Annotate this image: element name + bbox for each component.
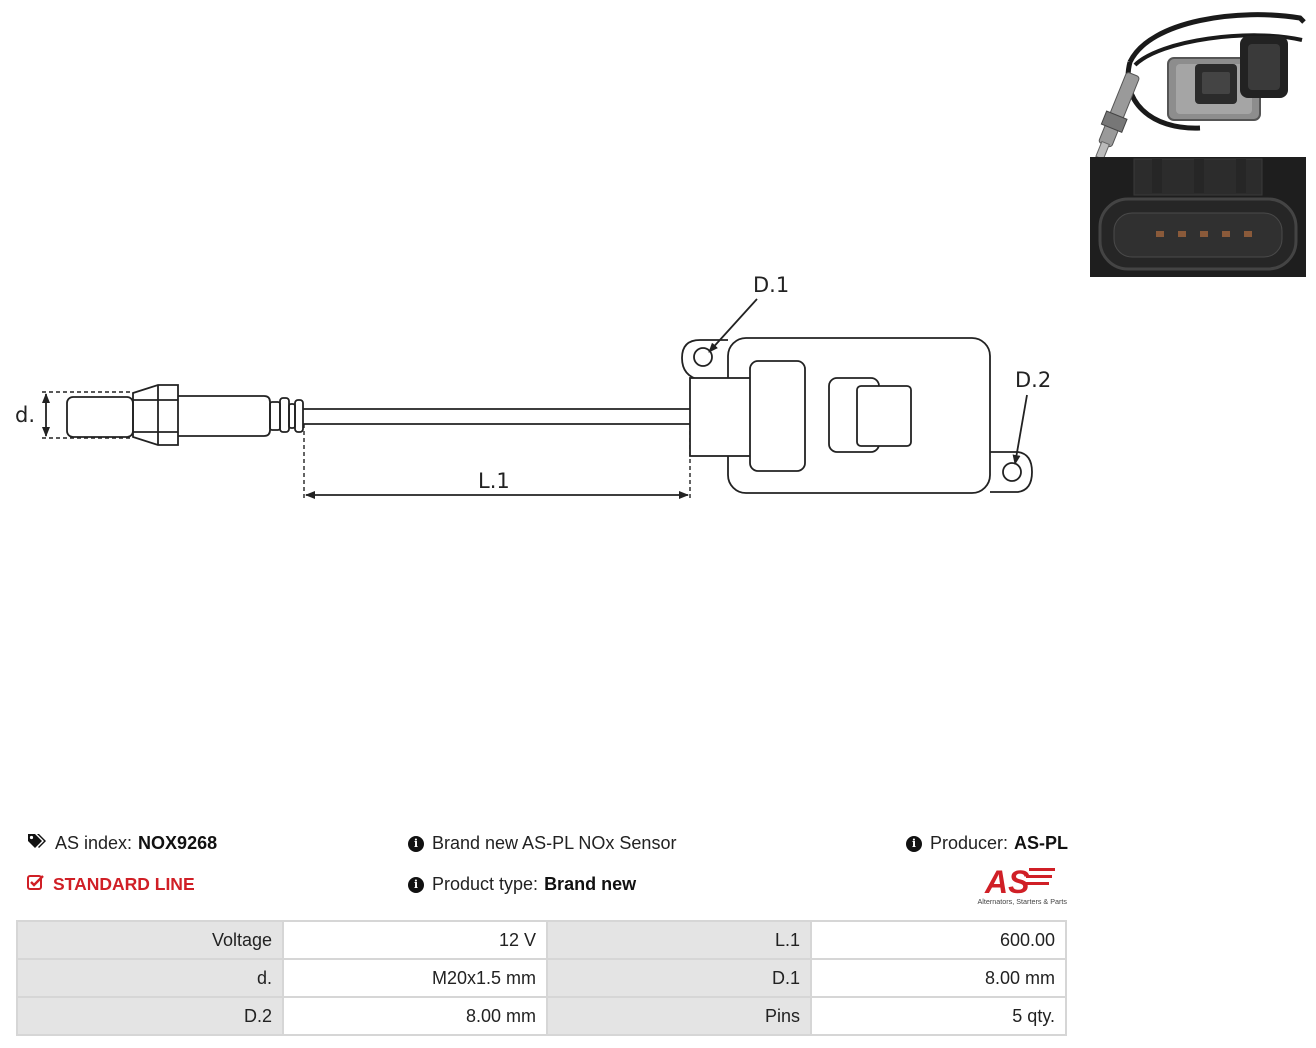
mount-hole-d1 <box>693 347 713 367</box>
as-index-row: AS index: NOX9268 <box>27 833 217 854</box>
product-type-label: Product type: <box>432 874 539 894</box>
spec-table: Voltage 12 V L.1 600.00 d. M20x1.5 mm D.… <box>16 920 1067 1036</box>
standard-line-label: STANDARD LINE <box>53 874 195 894</box>
table-row: D.2 8.00 mm Pins 5 qty. <box>16 996 1067 1036</box>
spec-value: 600.00 <box>810 920 1067 960</box>
spec-value: 8.00 mm <box>282 996 548 1036</box>
logo-mark: AS <box>984 864 1030 900</box>
connector-housing <box>749 360 806 472</box>
spec-key: L.1 <box>546 920 812 960</box>
spec-value: M20x1.5 mm <box>282 958 548 998</box>
spec-key: D.2 <box>16 996 284 1036</box>
product-type-value: Brand new <box>544 874 637 894</box>
hex-nut <box>132 384 179 446</box>
description-row: i Brand new AS-PL NOx Sensor <box>408 833 676 854</box>
spec-key: d. <box>16 958 284 998</box>
info-icon: i <box>906 835 922 852</box>
nox-sensor-photo[interactable] <box>1090 10 1306 160</box>
check-square-icon <box>27 874 45 895</box>
mount-hole-d2 <box>1002 462 1022 482</box>
spec-key: Voltage <box>16 920 284 960</box>
table-row: d. M20x1.5 mm D.1 8.00 mm <box>16 958 1067 998</box>
technical-drawing: d. L.1 D.1 D.2 <box>15 273 1051 500</box>
spec-value: 5 qty. <box>810 996 1067 1036</box>
producer-value: AS-PL <box>1014 833 1069 853</box>
cable-gland <box>689 377 757 457</box>
as-pl-logo[interactable]: AS Alternators, Starters & Parts <box>963 862 1069 908</box>
product-type-row: i Product type: Brand new <box>408 874 636 895</box>
label-l1: L.1 <box>478 469 510 493</box>
as-index-label: AS index: <box>55 833 133 853</box>
spec-value: 12 V <box>282 920 548 960</box>
tags-icon <box>27 833 47 854</box>
standard-line-row: STANDARD LINE <box>27 874 195 895</box>
label-d: d. <box>15 403 35 427</box>
spec-key: Pins <box>546 996 812 1036</box>
info-icon: i <box>408 835 424 852</box>
label-d2: D.2 <box>1015 368 1051 392</box>
connector-photo[interactable] <box>1090 157 1306 277</box>
table-row: Voltage 12 V L.1 600.00 <box>16 920 1067 960</box>
sensor-sleeve <box>178 395 271 437</box>
info-icon: i <box>408 876 424 893</box>
producer-row: i Producer: AS-PL <box>906 833 1068 854</box>
label-d1: D.1 <box>753 273 789 297</box>
spec-key: D.1 <box>546 958 812 998</box>
spec-value: 8.00 mm <box>810 958 1067 998</box>
product-description: Brand new AS-PL NOx Sensor <box>432 833 677 853</box>
logo-tagline: Alternators, Starters & Parts <box>978 897 1068 906</box>
probe-tip <box>66 396 134 438</box>
as-index-value: NOX9268 <box>138 833 218 853</box>
producer-label: Producer: <box>930 833 1009 853</box>
